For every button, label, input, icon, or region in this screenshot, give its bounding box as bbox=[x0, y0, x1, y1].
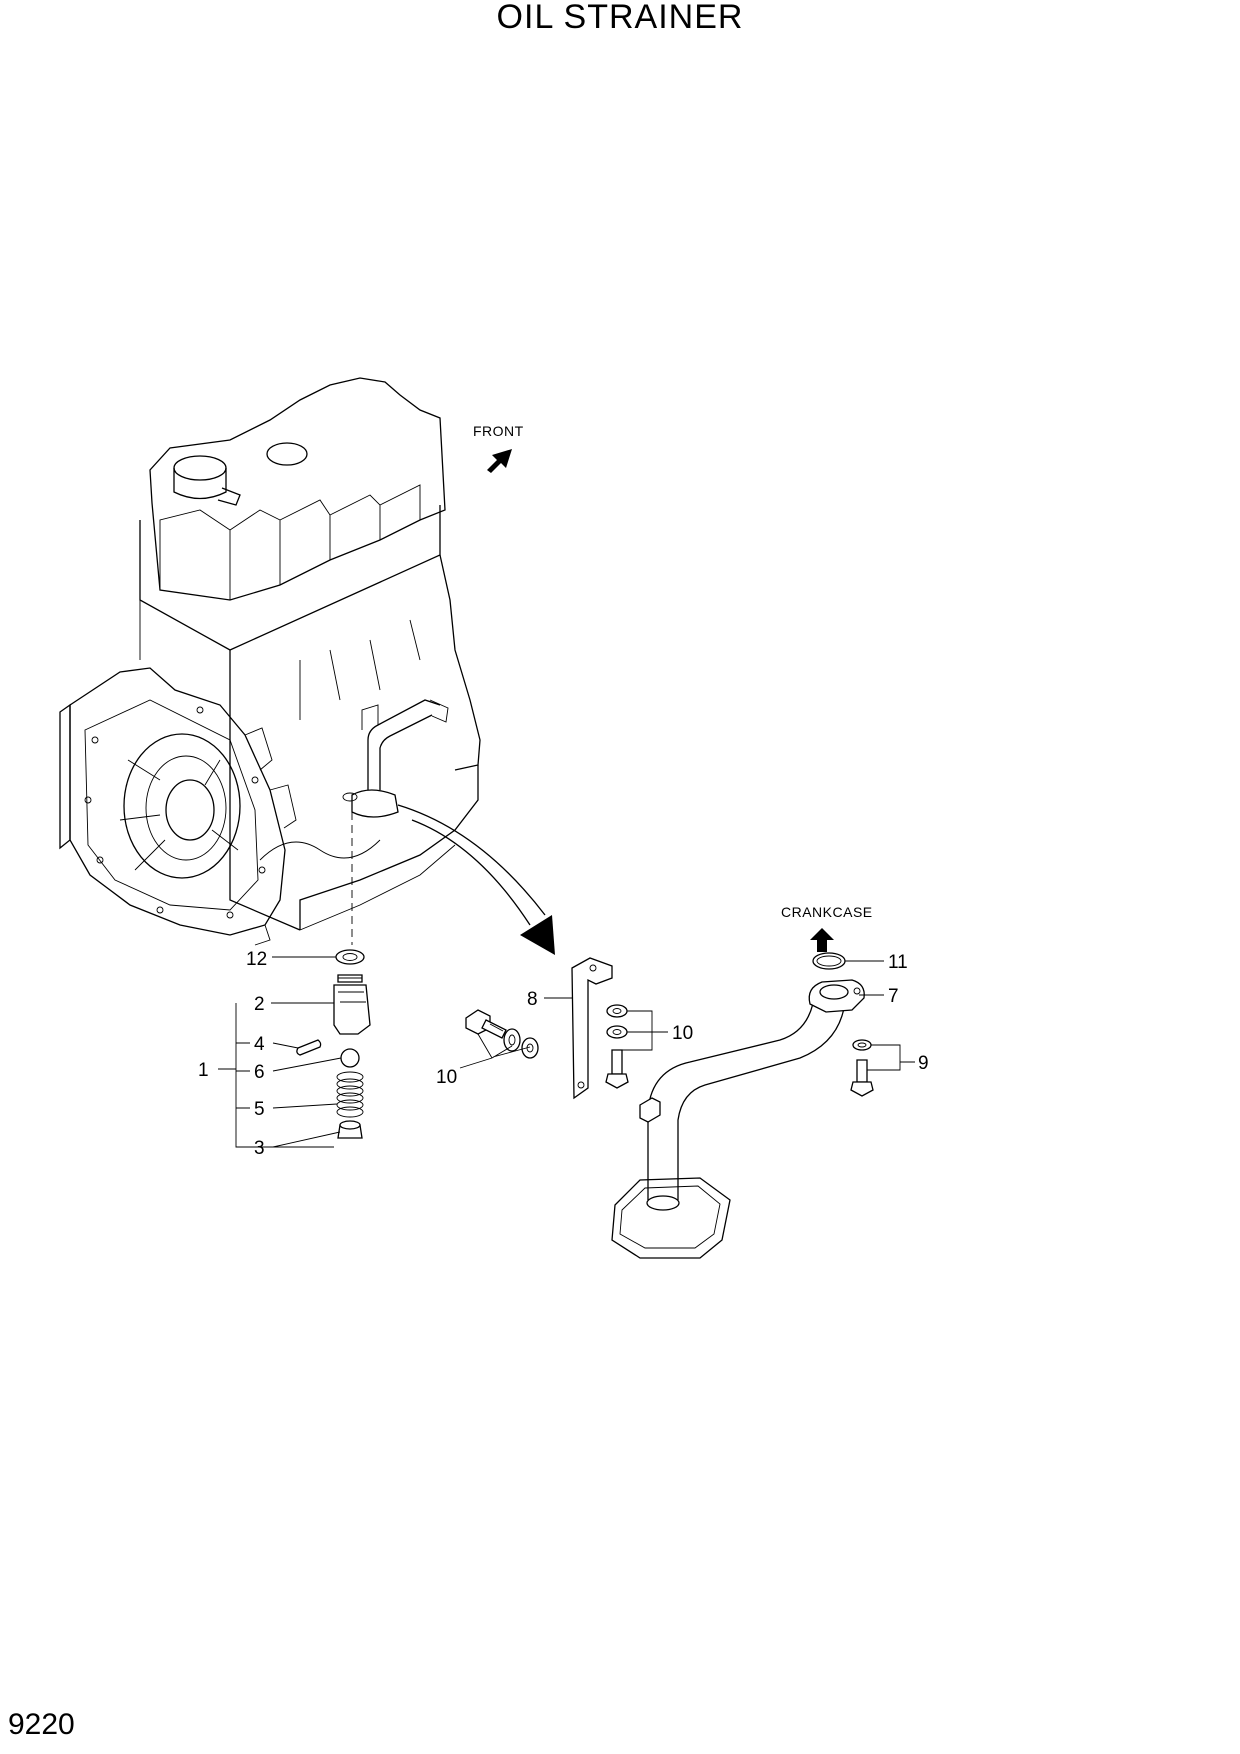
callout-9: 9 bbox=[918, 1053, 929, 1074]
front-arrow-icon bbox=[487, 449, 512, 473]
front-indicator: FRONT bbox=[473, 423, 524, 473]
callout-11: 11 bbox=[888, 952, 908, 973]
callout-6: 6 bbox=[254, 1062, 265, 1083]
relief-valve-parts bbox=[296, 949, 371, 1139]
spring bbox=[336, 1071, 364, 1118]
callout-4: 4 bbox=[254, 1034, 265, 1055]
crankcase-label: CRANKCASE bbox=[781, 904, 873, 920]
page-number: 9220 bbox=[8, 1708, 75, 1741]
front-label: FRONT bbox=[473, 423, 524, 439]
callout-12: 12 bbox=[246, 949, 267, 970]
callout-10-left: 10 bbox=[436, 1067, 457, 1088]
callout-8: 8 bbox=[527, 989, 538, 1010]
callout-3: 3 bbox=[254, 1138, 265, 1159]
callout-7: 7 bbox=[888, 986, 899, 1007]
callout-numbers: 12 2 4 1 6 5 3 8 10 10 11 7 9 bbox=[198, 949, 929, 1159]
crankcase-indicator: CRANKCASE bbox=[781, 904, 873, 952]
callout-10-right: 10 bbox=[672, 1023, 693, 1044]
oil-strainer-parts bbox=[465, 952, 874, 1259]
callout-5: 5 bbox=[254, 1099, 265, 1120]
leader-lines bbox=[218, 956, 915, 1148]
callout-2: 2 bbox=[254, 994, 265, 1015]
up-arrow-icon bbox=[810, 928, 834, 952]
engine-block bbox=[59, 377, 481, 946]
page-title: OIL STRAINER bbox=[496, 0, 744, 36]
callout-1: 1 bbox=[198, 1060, 209, 1081]
detail-arrow bbox=[397, 804, 555, 955]
